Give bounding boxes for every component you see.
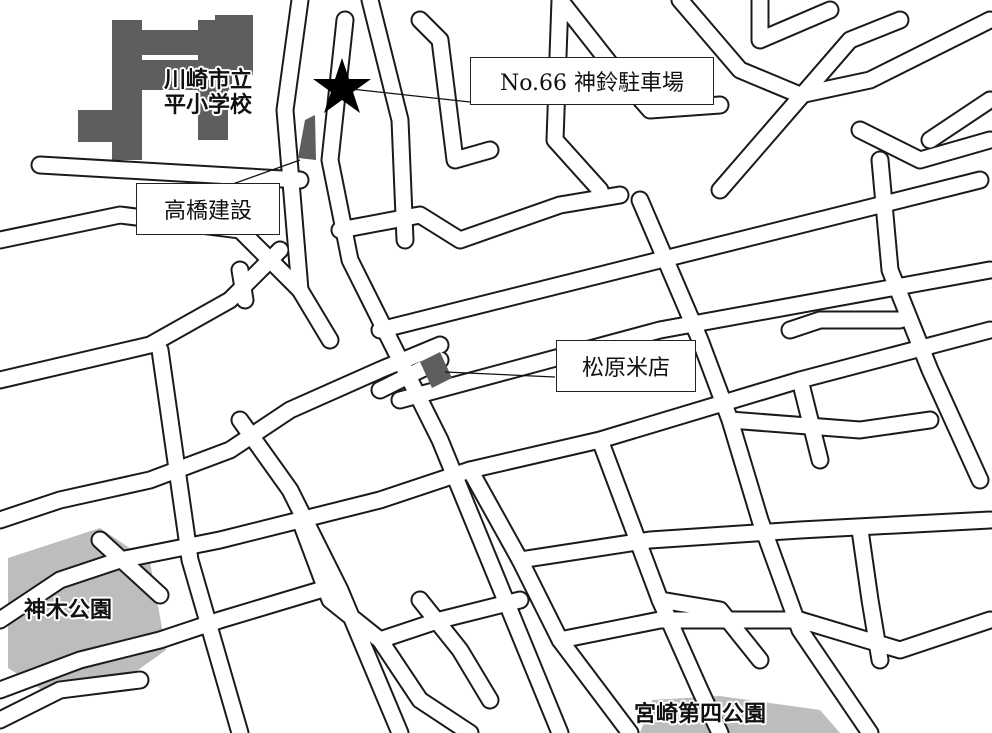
park-kamiki-name: 神木公園 [24,598,113,623]
park-miyazaki-area [640,696,840,733]
takahashi-label: 高橋建設 [163,199,252,224]
takahashi-building [298,115,316,160]
takahashi-label-box: 高橋建設 [136,183,280,235]
park-miyazaki-name: 宮崎第四公園 [634,702,767,727]
star-icon [313,58,371,113]
school-name: 川崎市立 平小学校 [164,68,252,118]
school-name-line2: 平小学校 [164,93,253,118]
matsubara-building [420,352,452,388]
matsubara-label-box: 松原米店 [556,340,696,392]
matsubara-label: 松原米店 [581,356,670,381]
school-building [78,15,253,160]
school-name-line1: 川崎市立 [164,68,253,93]
parking-label-box: No.66 神鈴駐車場 [470,57,714,105]
parking-label: No.66 神鈴駐車場 [499,71,685,96]
